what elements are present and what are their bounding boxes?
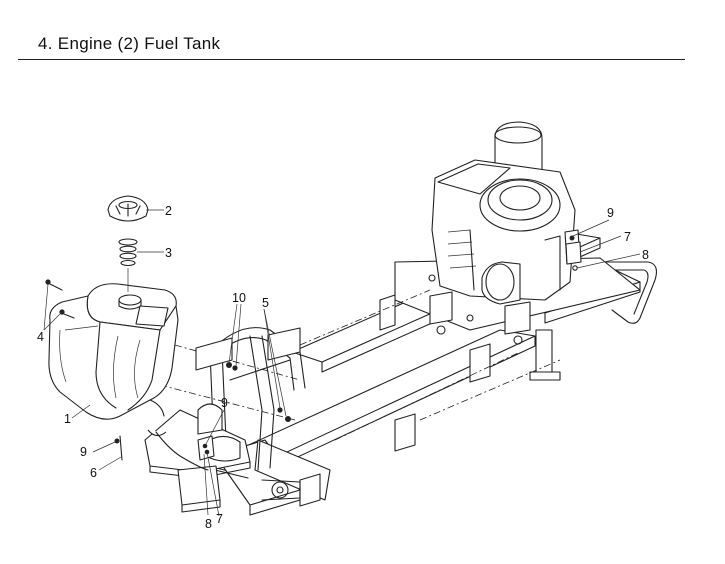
fuel-cap bbox=[107, 195, 149, 222]
callout-9-tank: 9 bbox=[80, 445, 87, 459]
title-divider bbox=[18, 59, 685, 60]
front-assembly bbox=[144, 403, 301, 513]
page-title: 4. Engine (2) Fuel Tank bbox=[38, 34, 221, 53]
tank-mounting-bolts bbox=[45, 279, 75, 319]
callout-3: 3 bbox=[165, 246, 172, 260]
callout-6: 6 bbox=[90, 466, 97, 480]
seat-support-frame bbox=[195, 327, 306, 479]
callout-8-front: 8 bbox=[205, 517, 212, 531]
callout-5: 5 bbox=[262, 296, 269, 310]
callout-10: 10 bbox=[232, 291, 246, 305]
frame-bolts bbox=[226, 362, 291, 422]
callout-labels: 2 3 4 1 10 5 9 9 6 8 7 9 7 8 bbox=[37, 204, 649, 531]
engine-side-fuel-filter bbox=[565, 235, 582, 271]
callout-2: 2 bbox=[165, 204, 172, 218]
callout-7-engine: 7 bbox=[624, 230, 631, 244]
callout-9-engine: 9 bbox=[607, 206, 614, 220]
fuel-tank bbox=[48, 283, 179, 437]
leader-lines bbox=[43, 209, 641, 517]
callout-9-frame: 9 bbox=[221, 396, 228, 410]
callout-7-front: 7 bbox=[216, 512, 223, 526]
fuel-filter bbox=[197, 435, 215, 461]
fuel-hose bbox=[114, 431, 209, 471]
engine bbox=[429, 121, 581, 345]
callout-4: 4 bbox=[37, 330, 44, 344]
callout-8-engine: 8 bbox=[642, 248, 649, 262]
chassis-frame bbox=[159, 231, 657, 516]
callout-1: 1 bbox=[64, 412, 71, 426]
fuel-filter-screen bbox=[118, 238, 138, 292]
